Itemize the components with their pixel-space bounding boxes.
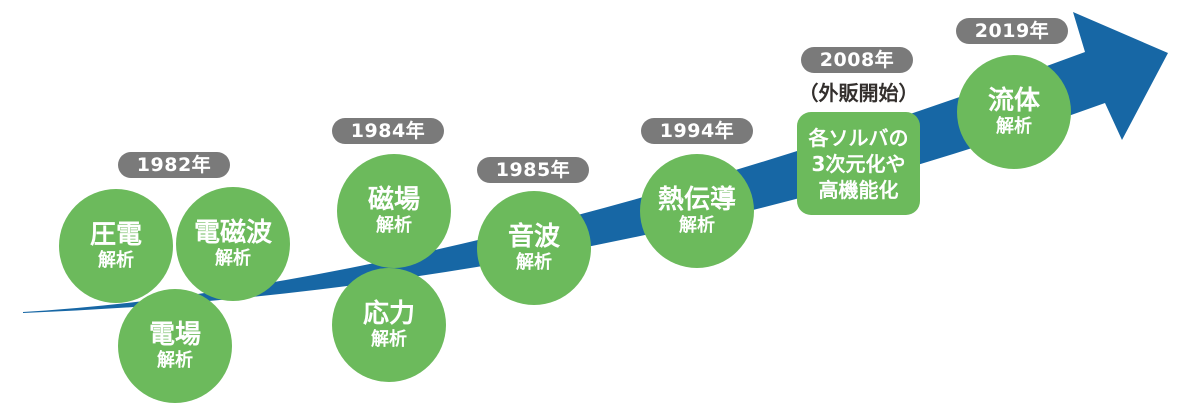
solver-title: 磁場 [367, 185, 420, 215]
year-badge-2019: 2019年 [956, 18, 1068, 44]
year-badge-2008: 2008年 [801, 47, 913, 73]
solver-title: 電磁波 [193, 218, 272, 248]
milestone-line: 高機能化 [818, 177, 899, 202]
solver-sub: 解析 [98, 250, 134, 271]
solver-circle-stress: 応力 解析 [332, 268, 446, 382]
solver-circle-fluid: 流体 解析 [957, 55, 1071, 169]
solver-title: 電場 [148, 320, 201, 350]
milestone-line: 3次元化や [811, 151, 906, 176]
year-badge-1984: 1984年 [332, 118, 444, 144]
year-badge-1994: 1994年 [641, 118, 753, 144]
solver-circle-heat-conduction: 熱伝導 解析 [640, 154, 754, 268]
solver-circle-acoustic: 音波 解析 [477, 191, 591, 305]
solver-title: 流体 [987, 86, 1040, 116]
solver-title: 圧電 [89, 220, 142, 250]
solver-sub: 解析 [679, 215, 715, 236]
solver-circle-piezoelectric: 圧電 解析 [59, 189, 173, 303]
solver-sub: 解析 [371, 329, 407, 350]
solver-circle-magnetic-field: 磁場 解析 [337, 154, 451, 268]
milestone-line: 各ソルバの [808, 125, 909, 150]
note-external-sales-start: （外販開始） [798, 81, 919, 105]
solver-title: 音波 [507, 222, 560, 252]
solver-sub: 解析 [157, 350, 193, 371]
solver-sub: 解析 [996, 116, 1032, 137]
solver-title: 熱伝導 [657, 185, 736, 215]
solver-circle-electric-field: 電場 解析 [118, 289, 232, 403]
solver-title: 応力 [362, 299, 415, 329]
solver-sub: 解析 [516, 252, 552, 273]
year-badge-1982: 1982年 [118, 152, 230, 178]
solver-sub: 解析 [376, 215, 412, 236]
solver-circle-electromagnetic-wave: 電磁波 解析 [176, 187, 290, 301]
solver-sub: 解析 [215, 248, 251, 269]
milestone-box-solver-enhancement: 各ソルバの 3次元化や 高機能化 [797, 112, 920, 215]
year-badge-1985: 1985年 [477, 157, 589, 183]
